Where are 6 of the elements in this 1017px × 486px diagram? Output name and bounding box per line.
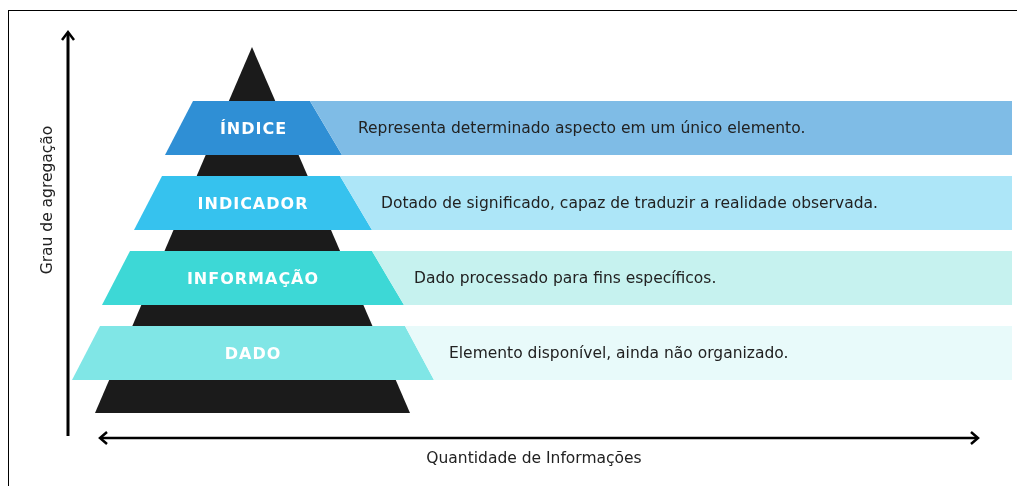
axis-label: Quantidade de Informações bbox=[426, 449, 642, 467]
pyramid-level-band: DADO bbox=[72, 326, 434, 380]
pyramid-level-band: ÍNDICE bbox=[165, 101, 342, 155]
pyramid-level-band: INFORMAÇÃO bbox=[102, 251, 404, 305]
axis-label: Grau de agregação bbox=[38, 125, 56, 275]
pyramid-level-band: INDICADOR bbox=[134, 176, 372, 230]
